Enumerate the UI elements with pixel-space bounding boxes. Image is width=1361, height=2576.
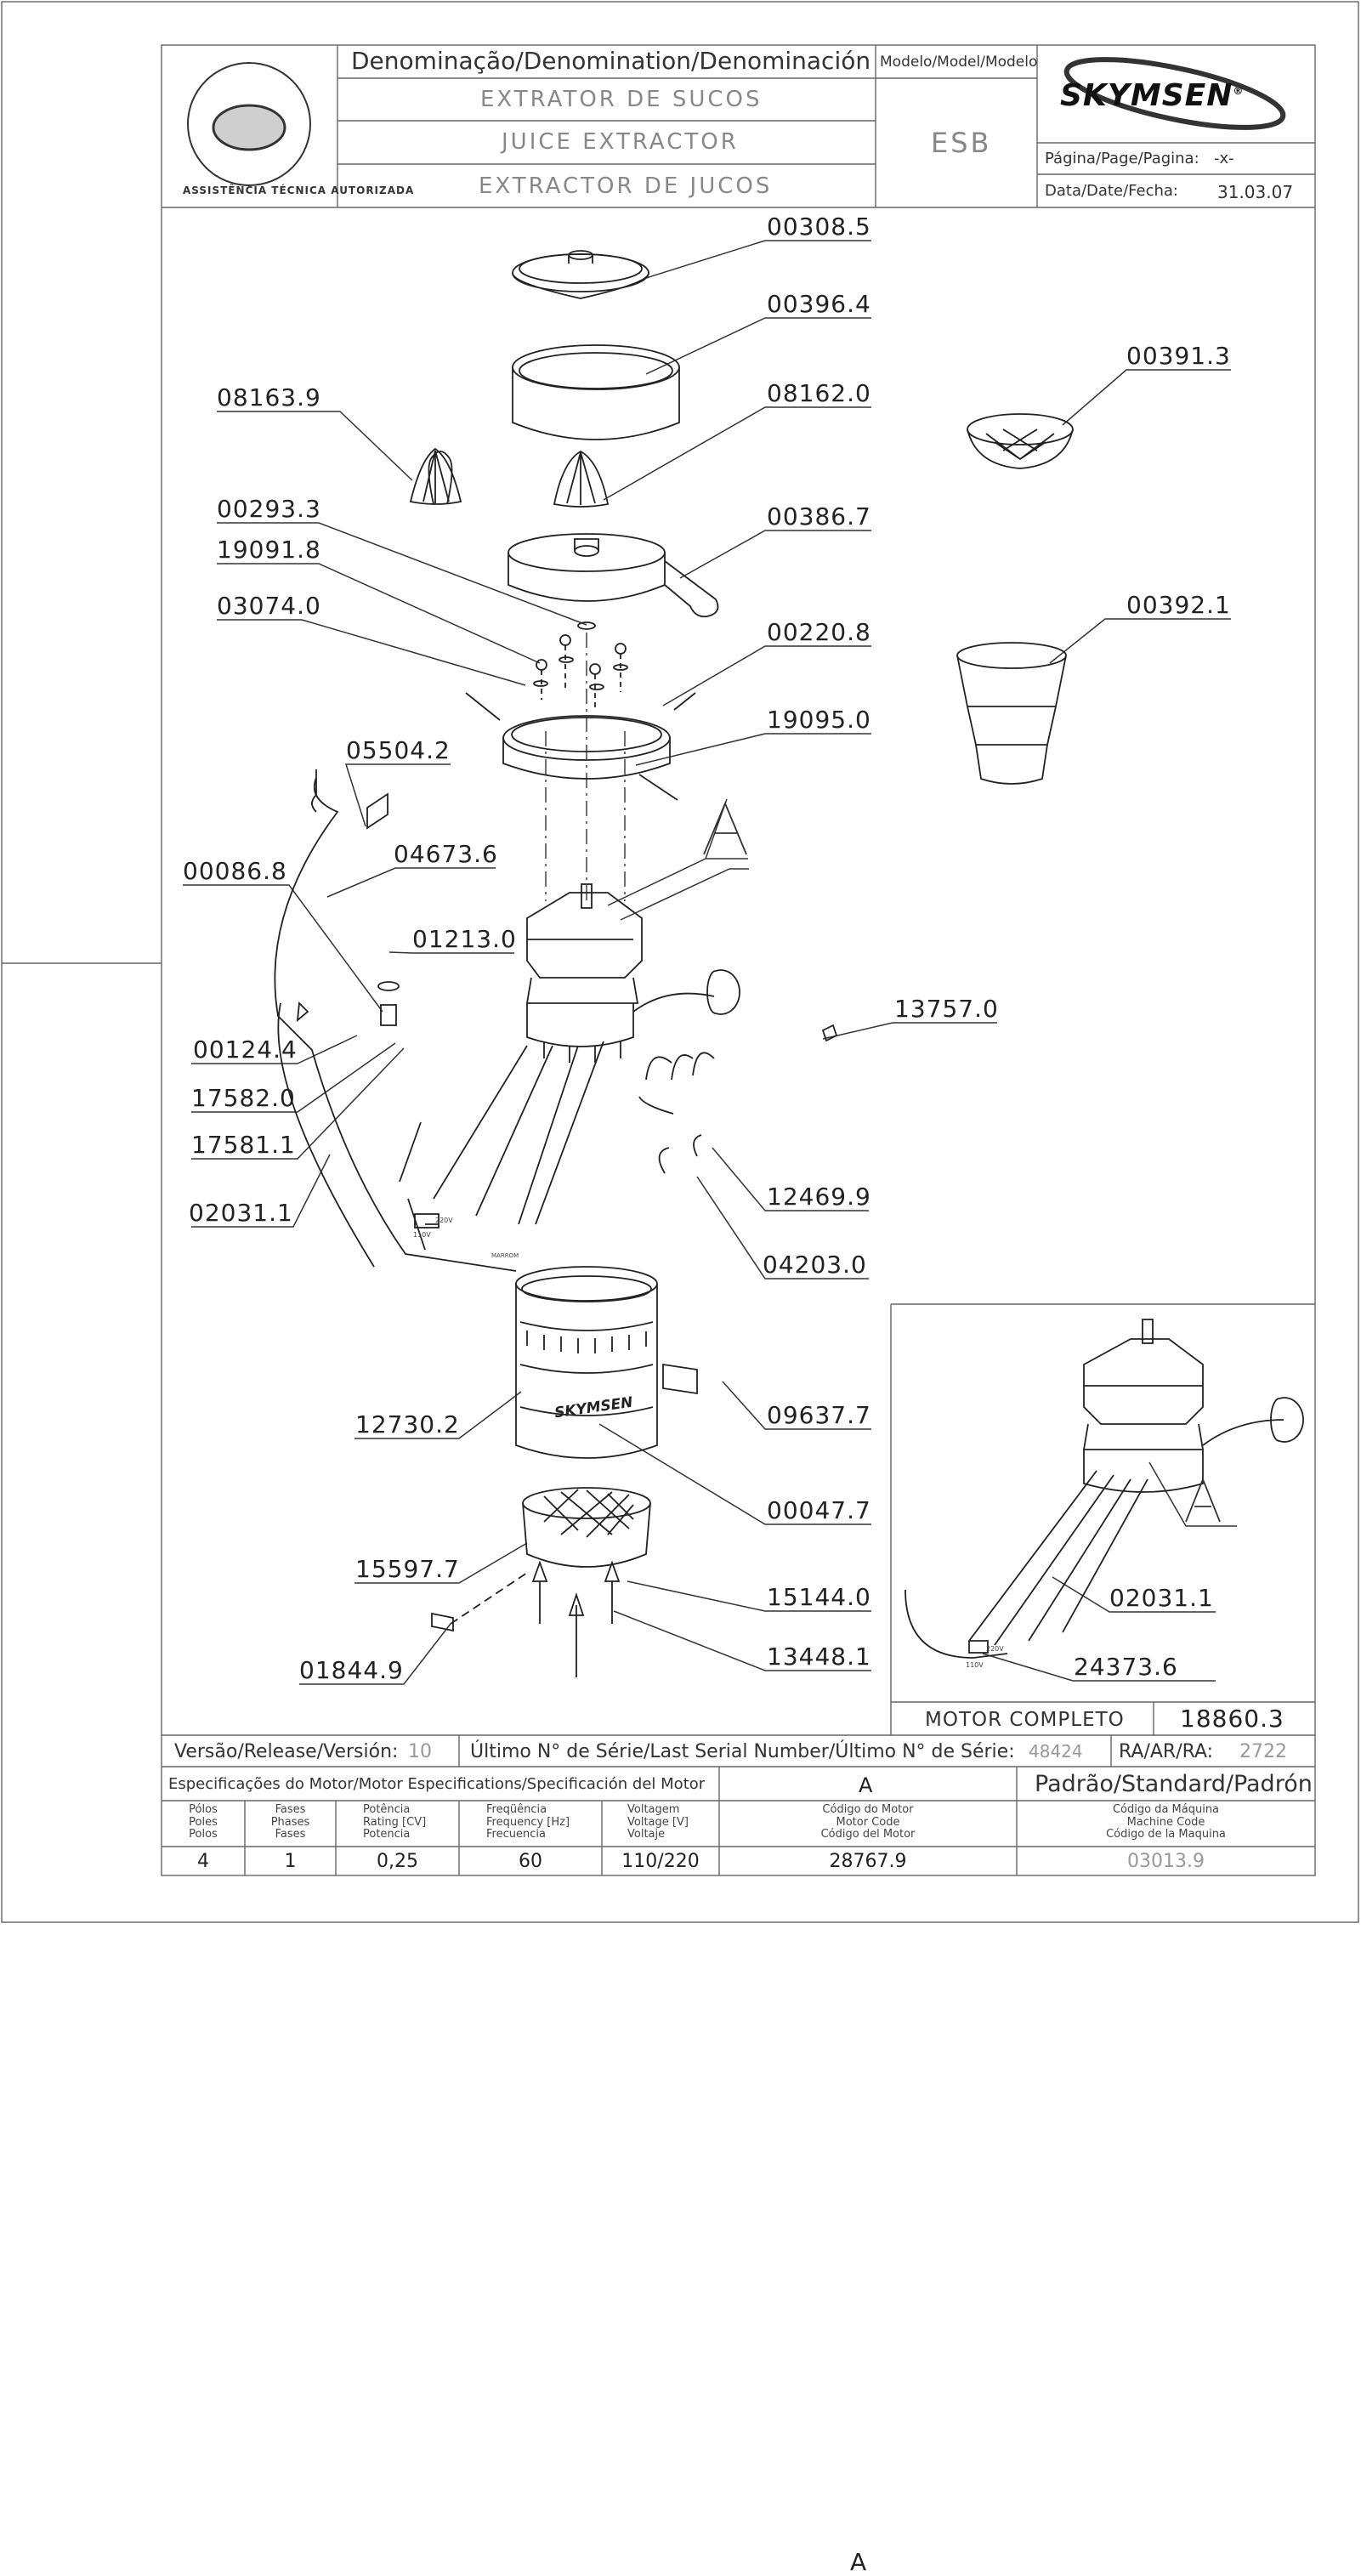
brand-logo: SKYMSEN® [1060, 78, 1244, 113]
part-label: 15144.0 [767, 1583, 871, 1611]
spec-value-voltage: 110/220 [621, 1851, 700, 1872]
part-label: 00386.7 [767, 502, 871, 531]
part-label: 13448.1 [767, 1643, 871, 1671]
date-label: Data/Date/Fecha: [1045, 182, 1178, 200]
part-label: 17581.1 [191, 1131, 296, 1159]
wire-label-110v: 110V [413, 1231, 431, 1239]
product-name-es: EXTRACTOR DE JUCOS [479, 173, 773, 199]
specs-title: Especificações do Motor/Motor Especifica… [168, 1775, 706, 1793]
inset-wire-220v: 220V [986, 1645, 1004, 1653]
spec-value-frequency: 60 [519, 1851, 542, 1872]
serial-label: Último N° de Série/Last Serial Number/Úl… [470, 1741, 1015, 1762]
part-label: 00392.1 [1126, 591, 1231, 619]
brand-name: SKYMSEN [1060, 78, 1233, 113]
part-label: 04203.0 [763, 1251, 867, 1279]
part-label: 08163.9 [217, 383, 321, 411]
part-label: 13757.0 [894, 995, 999, 1023]
part-label: 15597.7 [355, 1555, 460, 1583]
part-label: 00047.7 [767, 1496, 871, 1524]
part-label: 01844.9 [299, 1656, 404, 1684]
page-value: -x- [1214, 150, 1234, 167]
part-label: 01213.0 [412, 925, 517, 953]
part-label: 00293.3 [217, 495, 321, 523]
drawing-frame [1, 1, 1359, 1923]
wire-label-220v: 220V [435, 1217, 453, 1224]
part-label: 19095.0 [767, 706, 871, 734]
part-label: 03074.0 [217, 592, 321, 620]
part-label: 19091.8 [217, 536, 321, 564]
inset-part-label: 24373.6 [1074, 1653, 1178, 1681]
part-callout-a: A [850, 2548, 868, 2576]
inset-title: MOTOR COMPLETO [925, 1709, 1125, 1731]
product-name-pt: EXTRATOR DE SUCOS [480, 87, 763, 112]
part-label: 00396.4 [767, 290, 871, 318]
inset-code: 18860.3 [1180, 1705, 1284, 1733]
standard-label: Padrão/Standard/Padrón [1035, 1771, 1313, 1797]
date-value: 31.03.07 [1217, 182, 1294, 202]
part-label: 00086.8 [183, 857, 287, 885]
part-label: 00124.4 [193, 1036, 298, 1064]
model-value: ESB [931, 127, 992, 159]
model-label: Modelo/Model/Modelo [880, 54, 1038, 71]
denomination-label: Denominação/Denomination/Denominación [351, 47, 871, 75]
part-label: 09637.7 [767, 1401, 871, 1429]
specs-callout: A [859, 1773, 873, 1797]
spec-value-poles: 4 [197, 1851, 209, 1872]
exploded-view [187, 57, 1304, 1677]
inset-part-label: 02031.1 [1109, 1584, 1214, 1612]
part-label: 02031.1 [189, 1199, 293, 1227]
part-label: 12469.9 [767, 1183, 871, 1211]
seal-text: ASSISTÊNCIA TÉCNICA AUTORIZADA [183, 184, 415, 196]
inset-wire-110v: 110V [966, 1661, 984, 1669]
part-label: 00220.8 [767, 618, 871, 646]
spec-value-motor-code: 28767.9 [829, 1851, 907, 1872]
part-label: 00308.5 [767, 213, 871, 241]
part-label: 12730.2 [355, 1410, 460, 1438]
product-name-en: JUICE EXTRACTOR [502, 129, 739, 155]
spec-value-phases: 1 [284, 1851, 297, 1872]
part-label: 08162.0 [767, 379, 871, 407]
part-label: 17582.0 [191, 1084, 296, 1112]
spec-value-rating: 0,25 [377, 1851, 418, 1872]
ra-value: 2722 [1239, 1741, 1287, 1762]
serial-value: 48424 [1029, 1741, 1083, 1762]
part-label: 05504.2 [346, 736, 451, 764]
wire-label-marrom: MARROM [491, 1252, 519, 1259]
version-label: Versão/Release/Versión: [174, 1741, 399, 1762]
page-label: Página/Page/Pagina: [1045, 150, 1199, 167]
spec-value-machine-code: 03013.9 [1127, 1851, 1205, 1872]
part-label: 04673.6 [394, 840, 498, 868]
part-label: 00391.3 [1126, 342, 1231, 370]
brand-mark: ® [1233, 85, 1245, 97]
ra-label: RA/AR/RA: [1119, 1741, 1214, 1762]
version-value: 10 [408, 1741, 432, 1762]
